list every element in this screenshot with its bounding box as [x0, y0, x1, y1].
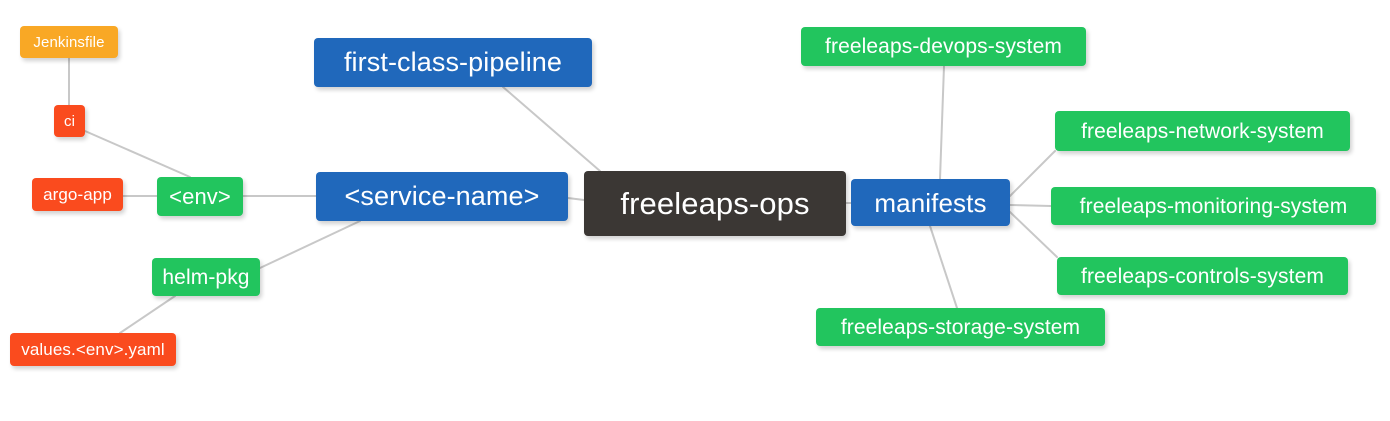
edge-manifests-to-freeleaps-controls-system: [1009, 211, 1058, 258]
node-label-freeleaps-devops-system: freeleaps-devops-system: [825, 35, 1062, 58]
node-label-argo-app: argo-app: [43, 185, 112, 204]
edge-manifests-to-freeleaps-network-system: [1009, 150, 1056, 197]
node-freeleaps-monitoring-system[interactable]: freeleaps-monitoring-system: [1051, 187, 1376, 225]
edge-manifests-to-freeleaps-storage-system: [929, 225, 958, 309]
node-freeleaps-network-system[interactable]: freeleaps-network-system: [1055, 111, 1350, 151]
node-label-values-env-yaml: values.<env>.yaml: [21, 340, 165, 359]
node-helm-pkg[interactable]: helm-pkg: [152, 258, 260, 296]
node-label-env: <env>: [169, 183, 231, 209]
edge-manifests-to-freeleaps-monitoring-system: [1009, 204, 1052, 207]
edge-manifests-to-freeleaps-devops-system: [939, 65, 945, 180]
node-freeleaps-ops[interactable]: freeleaps-ops: [584, 171, 846, 236]
node-service-name[interactable]: <service-name>: [316, 172, 568, 221]
node-label-freeleaps-storage-system: freeleaps-storage-system: [840, 315, 1081, 339]
node-freeleaps-controls-system[interactable]: freeleaps-controls-system: [1057, 257, 1348, 295]
node-freeleaps-devops-system[interactable]: freeleaps-devops-system: [801, 27, 1086, 66]
node-label-first-class-pipeline: first-class-pipeline: [343, 47, 563, 77]
edge-freeleaps-ops-to-service-name: [567, 197, 585, 201]
node-label-helm-pkg: helm-pkg: [162, 265, 250, 289]
edge-helm-pkg-to-values-env-yaml: [119, 295, 176, 334]
node-label-ci: ci: [63, 112, 76, 130]
node-label-jenkinsfile: Jenkinsfile: [33, 33, 105, 51]
node-jenkinsfile[interactable]: Jenkinsfile: [20, 26, 118, 58]
node-env[interactable]: <env>: [157, 177, 243, 216]
node-label-manifests: manifests: [874, 187, 987, 218]
node-freeleaps-storage-system[interactable]: freeleaps-storage-system: [816, 308, 1105, 346]
node-label-freeleaps-monitoring-system: freeleaps-monitoring-system: [1079, 194, 1348, 218]
node-ci[interactable]: ci: [54, 105, 85, 137]
node-values-env-yaml[interactable]: values.<env>.yaml: [10, 333, 176, 366]
node-label-freeleaps-ops: freeleaps-ops: [620, 186, 810, 221]
node-label-freeleaps-network-system: freeleaps-network-system: [1081, 119, 1324, 143]
node-label-service-name: <service-name>: [344, 181, 540, 211]
node-manifests[interactable]: manifests: [851, 179, 1010, 226]
edge-freeleaps-ops-to-first-class-pipeline: [502, 86, 601, 172]
node-argo-app[interactable]: argo-app: [32, 178, 123, 211]
edge-service-name-to-helm-pkg: [259, 220, 361, 269]
edge-env-to-ci: [84, 130, 191, 178]
node-first-class-pipeline[interactable]: first-class-pipeline: [314, 38, 592, 87]
node-label-freeleaps-controls-system: freeleaps-controls-system: [1081, 264, 1324, 288]
